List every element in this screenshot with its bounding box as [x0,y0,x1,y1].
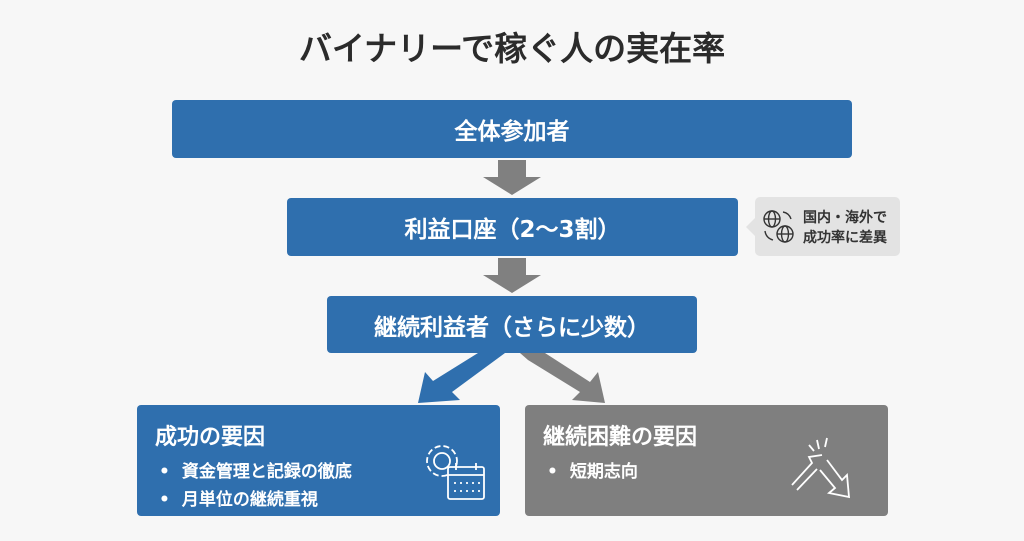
success-item: 資金管理と記録の徹底 [159,457,500,482]
success-item: 月単位の継続重視 [159,485,500,510]
difficulty-item: 短期志向 [547,457,888,482]
success-factors-card: 成功の要因 資金管理と記録の徹底月単位の継続重視 [137,405,500,516]
step-continuous-profit: 継続利益者（さらに少数） [327,296,697,353]
gear-calendar-icon [426,445,485,500]
note-line-1: 国内・海外で [803,209,887,226]
gray-branch-arrow [520,353,605,403]
note-line-2: 成功率に差異 [803,229,887,246]
globe-exchange-icon [763,209,794,243]
page-title: バイナリーで稼ぐ人の実在率 [298,29,726,68]
region-difference-note: 国内・海外で成功率に差異 [746,197,900,256]
step-profit-accounts: 利益口座（2〜3割） [287,198,738,256]
difficulty-factors-card: 継続困難の要因 短期志向 [525,405,888,516]
blue-branch-arrow [418,353,505,403]
success-heading: 成功の要因 [155,425,266,450]
down-arrow-2 [483,258,541,293]
broken-arrow-icon [791,437,851,499]
down-arrow-1 [483,160,541,195]
difficulty-heading: 継続困難の要因 [543,425,698,450]
step-all-participants: 全体参加者 [172,100,852,158]
